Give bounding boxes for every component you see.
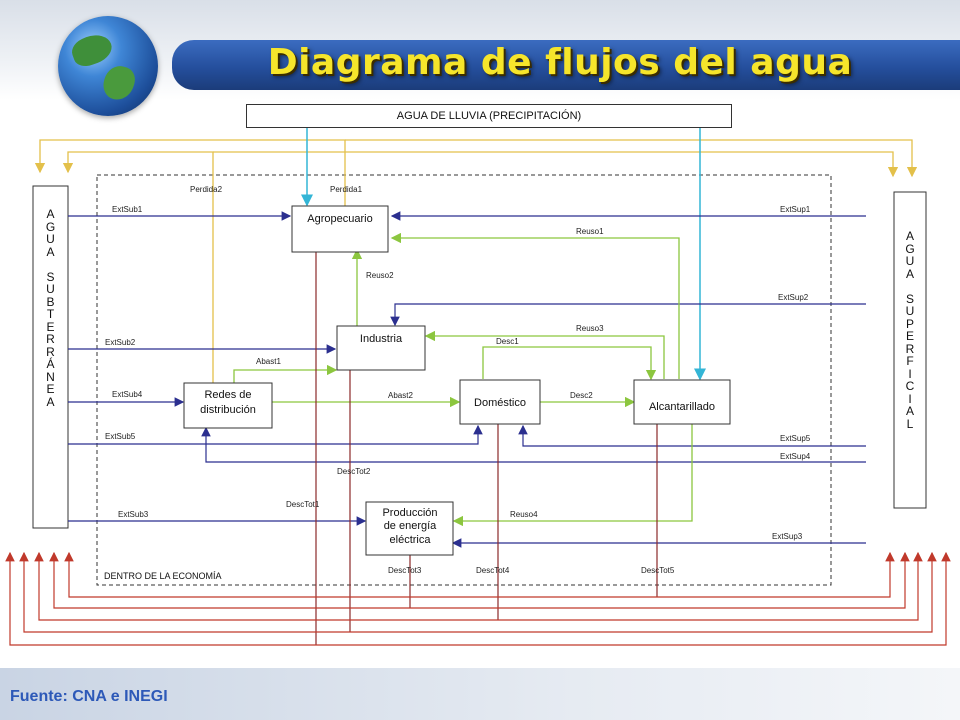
source-label: Fuente: CNA e INEGI bbox=[10, 688, 168, 705]
return-flows bbox=[5, 551, 951, 646]
flow-desctot4: DescTot4 bbox=[476, 566, 510, 575]
flow-reuso1: Reuso1 bbox=[576, 227, 604, 236]
node-alcantarillado bbox=[633, 379, 731, 425]
flow-perdida1: Perdida1 bbox=[330, 185, 363, 194]
underground-water-label: A G U A S U B T E R R Á N E A bbox=[45, 207, 56, 409]
underground-water-box bbox=[32, 185, 69, 529]
flow-desctot2: DescTot2 bbox=[337, 467, 371, 476]
rain-flows bbox=[301, 127, 706, 381]
flow-extsup2: ExtSup2 bbox=[778, 293, 809, 302]
flow-abast2: Abast2 bbox=[388, 391, 413, 400]
surface-water-box bbox=[893, 191, 927, 509]
flow-abast1: Abast1 bbox=[256, 357, 281, 366]
node-industria bbox=[336, 325, 426, 371]
page-title: Diagrama de flujos del agua bbox=[267, 42, 853, 83]
footer bbox=[0, 668, 960, 720]
flow-extsub1: ExtSub1 bbox=[112, 205, 143, 214]
label-redes-2: distribución bbox=[200, 404, 256, 416]
node-domestico bbox=[459, 379, 541, 425]
label-domestico: Doméstico bbox=[474, 397, 526, 409]
flow-reuso2: Reuso2 bbox=[366, 271, 394, 280]
flow-reuso4: Reuso4 bbox=[510, 510, 538, 519]
label-redes-1: Redes de bbox=[204, 389, 251, 401]
flow-perdida2: Perdida2 bbox=[190, 185, 223, 194]
flow-desc1: Desc1 bbox=[496, 337, 519, 346]
flow-extsup5: ExtSup5 bbox=[780, 434, 811, 443]
green-flows bbox=[233, 232, 693, 527]
node-redes bbox=[183, 382, 273, 429]
discharge-flows bbox=[315, 252, 658, 645]
flow-extsub5: ExtSub5 bbox=[105, 432, 136, 441]
flow-desctot3: DescTot3 bbox=[388, 566, 422, 575]
label-produccion-1: Producción bbox=[382, 507, 437, 519]
label-alcantarillado: Alcantarillado bbox=[649, 401, 715, 413]
node-produccion bbox=[365, 501, 454, 556]
flow-desctot5: DescTot5 bbox=[641, 566, 675, 575]
flow-extsub4: ExtSub4 bbox=[112, 390, 143, 399]
flow-desctot1: DescTot1 bbox=[286, 500, 320, 509]
flow-desc2: Desc2 bbox=[570, 391, 593, 400]
node-agropecuario bbox=[291, 205, 389, 253]
rain-box: AGUA DE LLUVIA (PRECIPITACIÓN) bbox=[246, 104, 732, 128]
label-produccion-2: de energía bbox=[384, 520, 437, 532]
flow-extsup4: ExtSup4 bbox=[780, 452, 811, 461]
header: Diagrama de flujos del agua bbox=[0, 0, 960, 100]
label-produccion-3: eléctrica bbox=[390, 534, 432, 546]
flow-extsub3: ExtSub3 bbox=[118, 510, 149, 519]
globe-logo bbox=[58, 16, 158, 116]
flow-extsup1: ExtSup1 bbox=[780, 205, 811, 214]
flow-extsub2: ExtSub2 bbox=[105, 338, 136, 347]
surface-water-label: A G U A S U P E R F I C I A L bbox=[905, 229, 915, 431]
title-banner bbox=[172, 40, 960, 90]
economy-label: DENTRO DE LA ECONOMÍA bbox=[104, 571, 222, 581]
label-agropecuario: Agropecuario bbox=[307, 213, 372, 225]
economy-boundary bbox=[96, 174, 832, 586]
perdida-flows bbox=[34, 139, 918, 385]
label-industria: Industria bbox=[360, 333, 403, 345]
flow-reuso3: Reuso3 bbox=[576, 324, 604, 333]
flow-extsup3: ExtSup3 bbox=[772, 532, 803, 541]
